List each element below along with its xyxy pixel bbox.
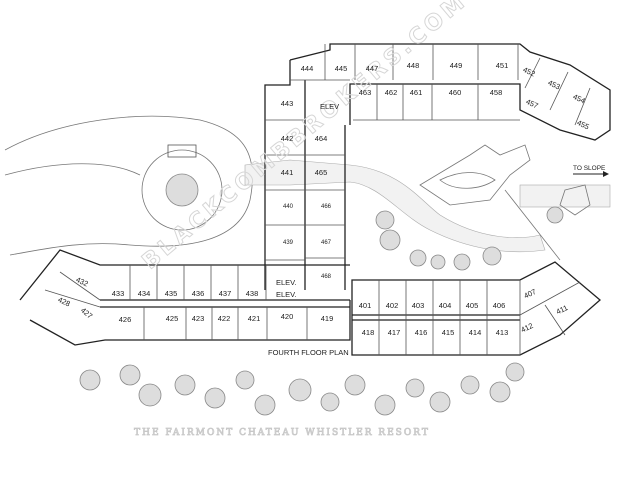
- room-411: 411: [555, 303, 570, 316]
- room-401: 401: [359, 301, 372, 310]
- floor-plan-title: FOURTH FLOOR PLAN: [268, 348, 349, 357]
- room-425: 425: [166, 314, 179, 323]
- arrow-right-icon: [573, 171, 609, 177]
- room-462: 462: [385, 88, 398, 97]
- room-403: 403: [412, 301, 425, 310]
- room-437: 437: [219, 289, 232, 298]
- room-433: 433: [112, 289, 125, 298]
- room-434: 434: [138, 289, 151, 298]
- room-448: 448: [407, 61, 420, 70]
- room-447: 447: [366, 64, 379, 73]
- room-423: 423: [192, 314, 205, 323]
- room-436: 436: [192, 289, 205, 298]
- room-452: 452: [521, 65, 536, 78]
- room-455: 455: [575, 118, 590, 131]
- elevator-label-1: ELEV.: [276, 278, 297, 287]
- room-404: 404: [439, 301, 452, 310]
- room-440: 440: [283, 204, 294, 210]
- to-slope-label: TO SLOPE: [573, 165, 606, 172]
- room-416: 416: [415, 328, 428, 337]
- room-420: 420: [281, 312, 294, 321]
- room-468: 468: [321, 274, 332, 280]
- room-402: 402: [386, 301, 399, 310]
- room-449: 449: [450, 61, 463, 70]
- resort-name-footer: THE FAIRMONT CHATEAU WHISTLER RESORT: [134, 428, 430, 438]
- room-460: 460: [449, 88, 462, 97]
- room-441: 441: [281, 168, 294, 177]
- building-walls: [19, 43, 611, 356]
- elevator-label-2: ELEV.: [276, 290, 297, 299]
- room-443: 443: [281, 99, 294, 108]
- room-457: 457: [524, 97, 539, 110]
- room-407: 407: [522, 287, 537, 300]
- room-463: 463: [359, 88, 372, 97]
- room-444: 444: [301, 64, 314, 73]
- room-427: 427: [79, 306, 94, 321]
- room-467: 467: [321, 240, 332, 246]
- room-417: 417: [388, 328, 401, 337]
- room-461: 461: [410, 88, 423, 97]
- room-465: 465: [315, 168, 328, 177]
- room-414: 414: [469, 328, 482, 337]
- room-421: 421: [248, 314, 261, 323]
- room-435: 435: [165, 289, 178, 298]
- room-412: 412: [519, 321, 534, 334]
- room-451: 451: [496, 61, 509, 70]
- room-422: 422: [218, 314, 231, 323]
- room-438: 438: [246, 289, 259, 298]
- room-464: 464: [315, 134, 328, 143]
- room-405: 405: [466, 301, 479, 310]
- trees: [79, 206, 564, 416]
- room-445: 445: [335, 64, 348, 73]
- room-426: 426: [119, 315, 132, 324]
- room-428: 428: [56, 295, 71, 308]
- room-466: 466: [321, 204, 332, 210]
- landscape: [4, 115, 611, 416]
- elevator-label-top: ELEV: [320, 102, 339, 111]
- room-413: 413: [496, 328, 509, 337]
- room-454: 454: [571, 92, 586, 105]
- room-415: 415: [442, 328, 455, 337]
- room-432: 432: [74, 275, 89, 288]
- room-406: 406: [493, 301, 506, 310]
- room-418: 418: [362, 328, 375, 337]
- room-439: 439: [283, 240, 294, 246]
- room-442: 442: [281, 134, 294, 143]
- room-419: 419: [321, 314, 334, 323]
- room-458: 458: [490, 88, 503, 97]
